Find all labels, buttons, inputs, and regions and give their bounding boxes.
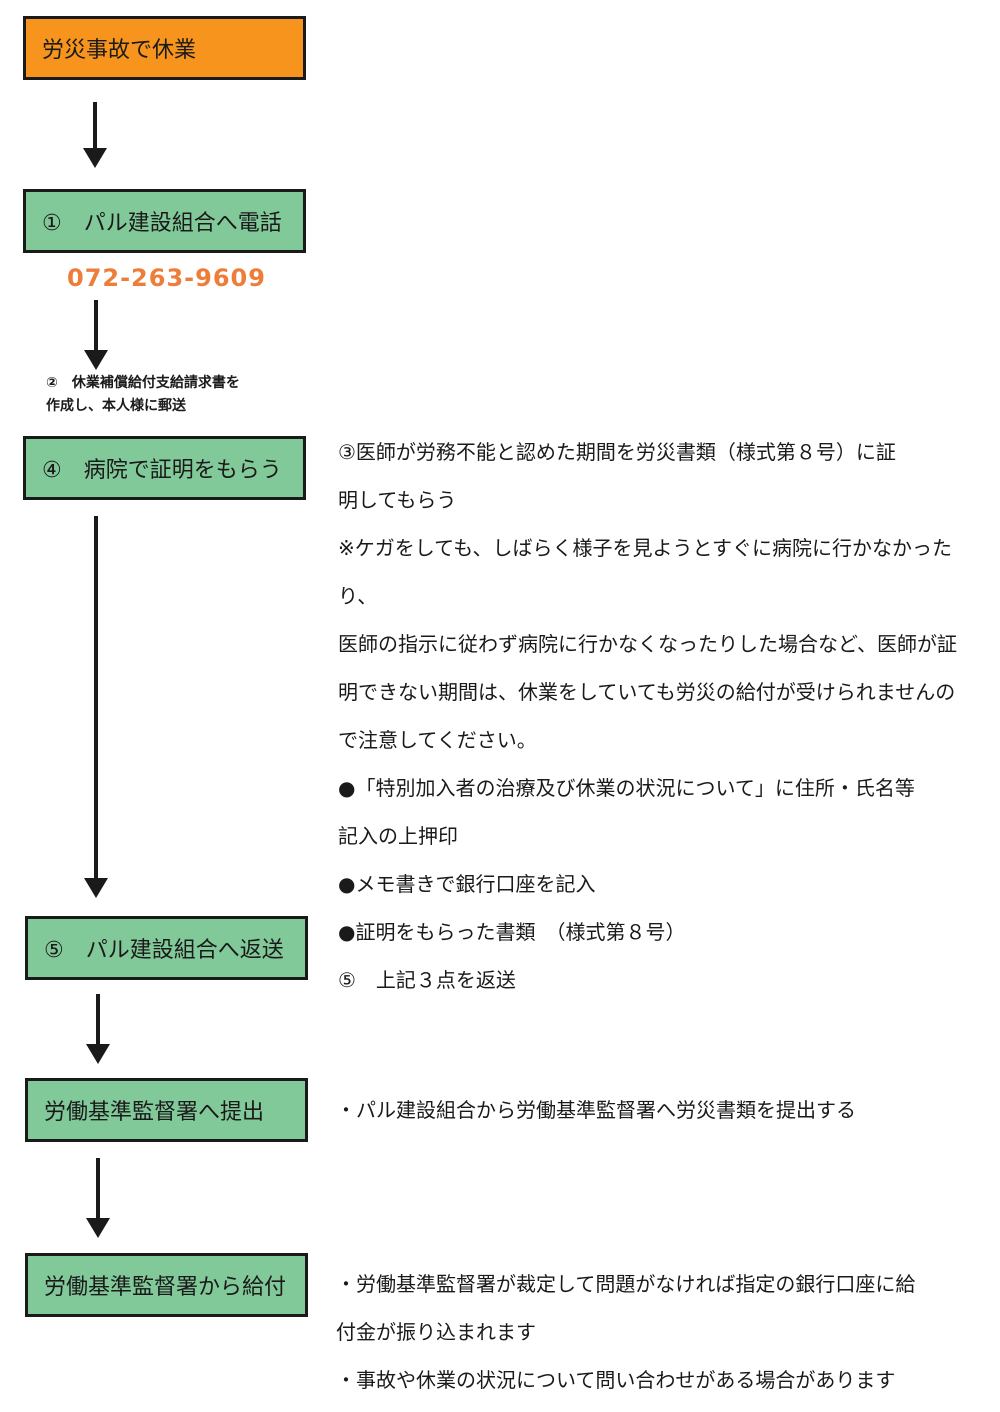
payment-box: 労働基準監督署から給付 (25, 1253, 308, 1317)
step-2-note: ② 休業補償給付支給請求書を 作成し、本人様に郵送 (46, 372, 240, 418)
arrow-down-icon (84, 300, 108, 370)
step-2-note-line: ② 休業補償給付支給請求書を (46, 375, 240, 391)
note-line: 記入の上押印 (338, 824, 458, 848)
step-5-label: ⑤ パル建設組合へ返送 (44, 938, 284, 963)
arrow-down-icon (84, 516, 108, 898)
note-line: ●証明をもらった書類 （様式第８号） (338, 920, 686, 944)
step-start-box: 労災事故で休業 (23, 16, 306, 80)
arrow-down-icon (86, 1158, 110, 1238)
note-line: ・パル建設組合から労働基準監督署へ労災書類を提出する (336, 1098, 856, 1122)
step-1-label: ① パル建設組合へ電話 (42, 211, 282, 236)
note-line: 医師の指示に従わず病院に行かなくなったりした場合など、医師が証 (338, 632, 957, 656)
step-start-label: 労災事故で休業 (42, 38, 197, 63)
note-line: 明してもらう (338, 488, 457, 512)
note-line: ・事故や休業の状況について問い合わせがある場合があります (336, 1368, 896, 1392)
note-line: ※ケガをしても、しばらく様子を見ようとすぐに病院に行かなかったり、 (338, 536, 952, 608)
note-line: 明できない期間は、休業をしていても労災の給付が受けられませんの (338, 680, 956, 704)
payment-notes: ・労働基準監督署が裁定して問題がなければ指定の銀行口座に給 付金が振り込まれます… (336, 1260, 986, 1404)
hospital-notes: ③医師が労務不能と認めた期間を労災書類（様式第８号）に証 明してもらう ※ケガを… (338, 428, 988, 1004)
step-5-box: ⑤ パル建設組合へ返送 (25, 916, 308, 980)
note-line: ●「特別加入者の治療及び休業の状況について」に住所・氏名等 (338, 776, 915, 800)
note-line: ③医師が労務不能と認めた期間を労災書類（様式第８号）に証 (338, 440, 896, 464)
payment-label: 労働基準監督署から給付 (44, 1275, 287, 1300)
step-1-box: ① パル建設組合へ電話 (23, 189, 306, 253)
step-4-label: ④ 病院で証明をもらう (42, 458, 282, 483)
submit-label: 労働基準監督署へ提出 (44, 1100, 265, 1125)
note-line: ●メモ書きで銀行口座を記入 (338, 872, 596, 896)
note-line: ・労働基準監督署が裁定して問題がなければ指定の銀行口座に給 (336, 1272, 916, 1296)
submit-note: ・パル建設組合から労働基準監督署へ労災書類を提出する (336, 1086, 986, 1134)
note-line: ⑤ 上記３点を返送 (338, 968, 516, 992)
note-line: で注意してください。 (338, 728, 537, 752)
phone-number: 072-263-9609 (67, 264, 266, 292)
step-4-box: ④ 病院で証明をもらう (23, 436, 306, 500)
submit-box: 労働基準監督署へ提出 (25, 1078, 308, 1142)
arrow-down-icon (86, 994, 110, 1064)
note-line: 付金が振り込まれます (336, 1320, 536, 1344)
step-2-note-line: 作成し、本人様に郵送 (46, 398, 186, 414)
arrow-down-icon (83, 102, 107, 168)
